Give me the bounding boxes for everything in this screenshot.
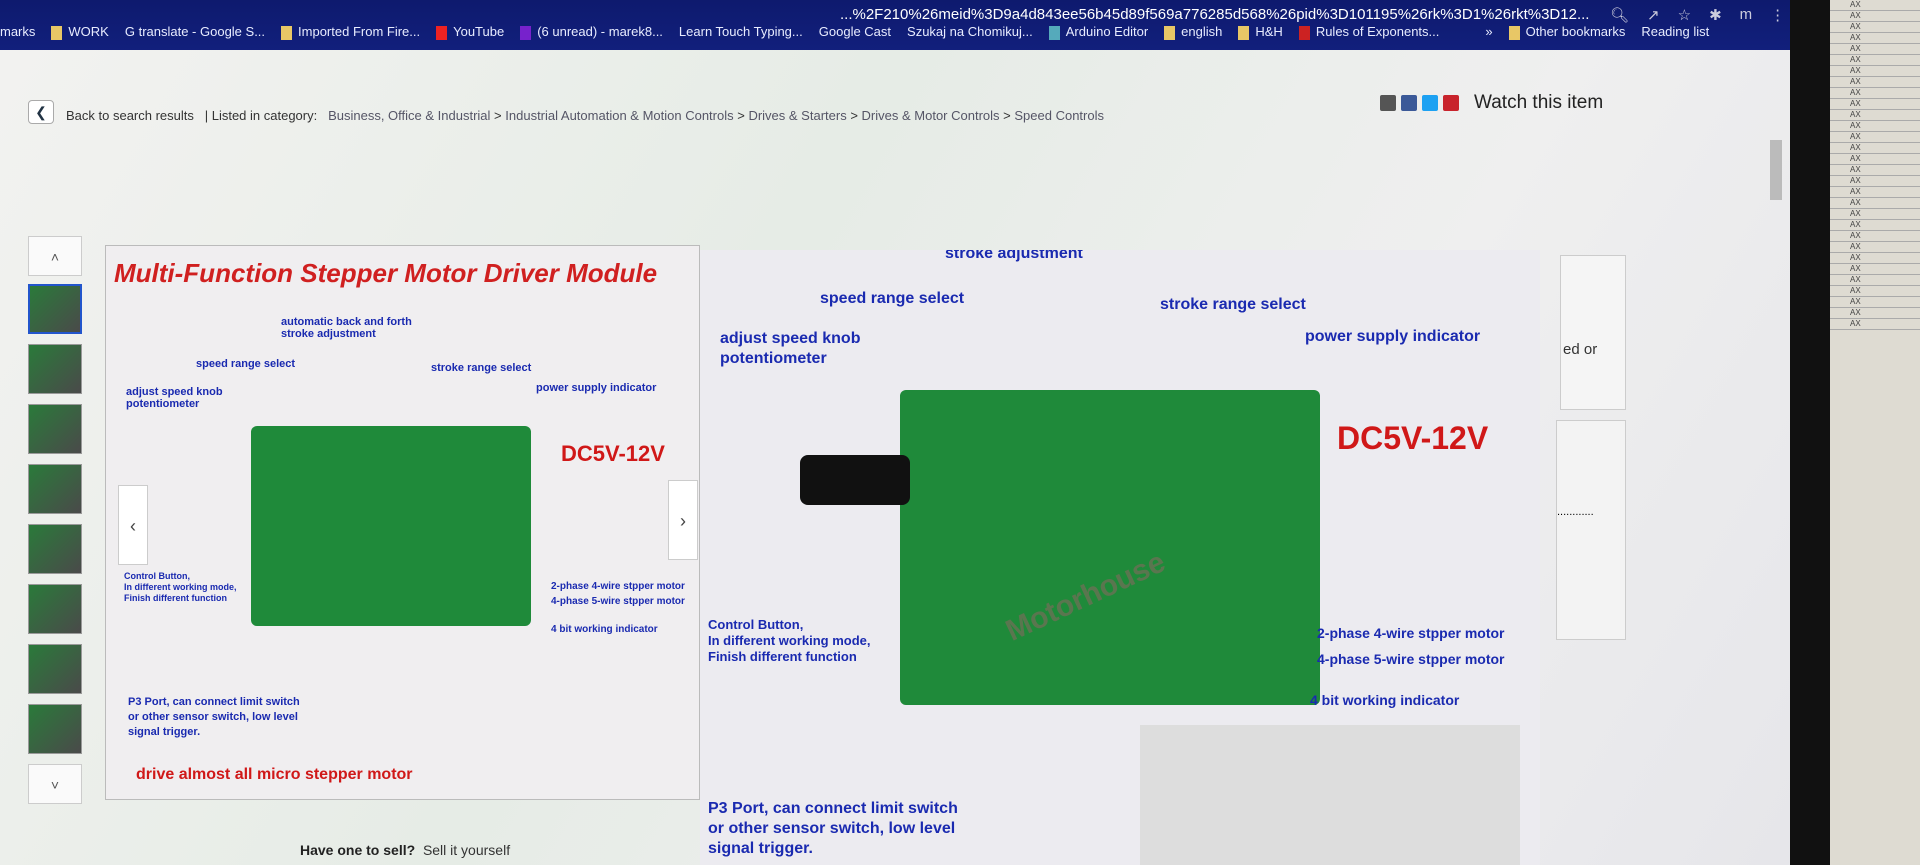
knob (800, 455, 910, 505)
motors-photo (1140, 725, 1520, 865)
monitor-bezel (1790, 0, 1830, 865)
thumbnail[interactable] (28, 284, 82, 334)
folder-icon (1164, 25, 1176, 40)
sell-prompt: Have one to sell? Sell it yourself (300, 842, 511, 858)
pinterest-icon[interactable] (1443, 95, 1459, 111)
c-icon (1298, 25, 1310, 40)
crumb[interactable]: Business, Office & Industrial (328, 108, 491, 123)
toolbar-icons: 🔍︎ ↗ ☆ ✱ m ⋮ (1610, 6, 1785, 24)
crumb[interactable]: Industrial Automation & Motion Controls (505, 108, 734, 123)
thumbnail[interactable] (28, 464, 82, 514)
thumb-up-button[interactable]: ˄ (28, 236, 82, 276)
thumbnail[interactable] (28, 344, 82, 394)
zoom-icon[interactable]: 🔍︎ (1610, 7, 1630, 24)
facebook-icon[interactable] (1401, 95, 1417, 111)
watch-item-link[interactable]: Watch this item (1474, 92, 1604, 113)
thumbnail-strip: ˄ ˅ (28, 236, 86, 812)
mail-icon (520, 25, 532, 40)
bookmark[interactable]: english (1164, 24, 1222, 40)
bookmark[interactable]: Learn Touch Typing... (678, 24, 803, 40)
folder-icon (281, 25, 293, 40)
folder-icon (51, 25, 63, 40)
thumb-down-button[interactable]: ˅ (28, 764, 82, 804)
bookmark[interactable]: Rules of Exponents... (1298, 24, 1439, 40)
item-info-panel: ed or (1560, 255, 1626, 410)
crumb[interactable]: Speed Controls (1014, 108, 1104, 123)
pcb-board (900, 390, 1320, 705)
menu-icon[interactable]: ⋮ (1770, 7, 1786, 24)
share-icon[interactable]: ↗ (1647, 7, 1660, 24)
bookmark[interactable]: YouTube (436, 24, 504, 40)
other-bookmarks[interactable]: Other bookmarks (1508, 24, 1625, 40)
item-info-panel-2: ............ (1556, 420, 1626, 640)
pcb-board (251, 426, 531, 626)
back-arrow-icon[interactable]: ❮ (28, 100, 54, 124)
twitter-icon[interactable] (1422, 95, 1438, 111)
image-title: Multi-Function Stepper Motor Driver Modu… (114, 258, 658, 288)
address-bar[interactable]: ...%2F210%26meid%3D9a4d843ee56b45d89f569… (840, 6, 1590, 23)
thumbnail[interactable] (28, 704, 82, 754)
bookmark[interactable]: H&H (1238, 24, 1283, 40)
bookmark[interactable]: Google Cast (818, 24, 892, 40)
bookmark[interactable]: Imported From Fire... (281, 24, 420, 40)
next-image-button[interactable]: › (668, 480, 698, 560)
breadcrumb: Back to search results | Listed in categ… (66, 108, 1104, 123)
scrollbar[interactable] (1770, 140, 1782, 200)
bookmarks-bar: marks WORK G translate - Google S... Imp… (0, 24, 1709, 40)
sell-link[interactable]: Sell it yourself (422, 842, 511, 858)
prev-image-button[interactable]: ‹ (118, 485, 148, 565)
browser-toolbar: ...%2F210%26meid%3D9a4d843ee56b45d89f569… (0, 0, 1800, 58)
extensions-icon[interactable]: ✱ (1709, 7, 1722, 24)
bookmark[interactable]: Arduino Editor (1048, 24, 1148, 40)
bookmark[interactable]: G translate - Google S... (124, 24, 266, 40)
bookmark[interactable]: Szukaj na Chomikuj... (907, 24, 1033, 40)
product-image-secondary[interactable]: Multi-Function Stepper Motor Driver Modu… (105, 245, 700, 800)
thumbnail[interactable] (28, 404, 82, 454)
arduino-icon (1048, 25, 1060, 40)
folder-icon (1508, 25, 1520, 40)
reading-list[interactable]: Reading list (1641, 24, 1710, 40)
share-watch: Watch this item (1380, 92, 1603, 114)
product-image-main[interactable]: stroke adjustment speed range select str… (700, 250, 1540, 865)
back-to-search-link[interactable]: Back to search results (66, 108, 194, 123)
crumb[interactable]: Drives & Starters (748, 108, 847, 123)
folder-icon (1238, 25, 1250, 40)
profile-avatar[interactable]: m (1739, 6, 1753, 23)
thumbnail[interactable] (28, 644, 82, 694)
bookmark[interactable]: (6 unread) - marek8... (520, 24, 663, 40)
email-icon[interactable] (1380, 95, 1396, 111)
crumb[interactable]: Drives & Motor Controls (861, 108, 1000, 123)
thumbnail[interactable] (28, 524, 82, 574)
bookmark[interactable]: WORK (51, 24, 109, 40)
more-bookmarks[interactable]: » (1485, 24, 1493, 40)
star-icon[interactable]: ☆ (1677, 7, 1692, 24)
thumbnail[interactable] (28, 584, 82, 634)
bookmark[interactable]: marks (0, 24, 36, 40)
youtube-icon (436, 25, 448, 40)
